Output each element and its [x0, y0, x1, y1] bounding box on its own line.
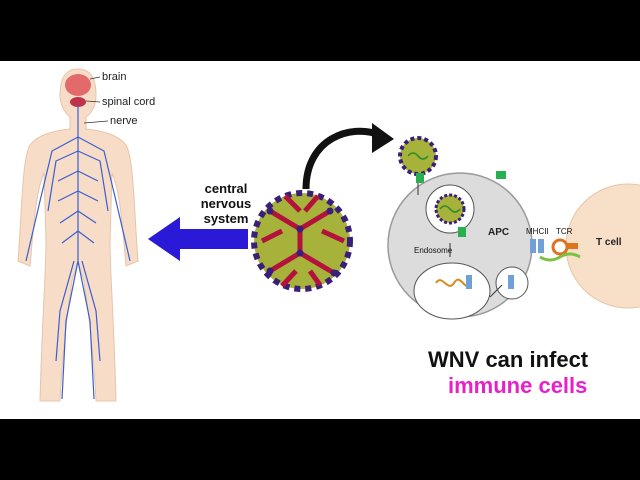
label-tcr: TCR [556, 227, 573, 236]
cns-label-line1: central [204, 181, 248, 196]
endosome [413, 262, 491, 320]
caption-line2: immune cells [448, 373, 588, 398]
arrow-to-cns [148, 217, 248, 261]
caption-line1: WNV can infect [428, 347, 589, 372]
cns-label: central nervous system [166, 181, 286, 226]
surface-virus [398, 136, 506, 237]
diagram-svg [17, 68, 640, 402]
label-t-cell: T cell [596, 237, 622, 248]
nerve-network [25, 105, 131, 400]
label-spinal-cord: spinal cord [102, 96, 156, 108]
label-mhcii: MHCII [526, 227, 549, 236]
cns-label-line3: system [203, 211, 249, 226]
virus-particle [251, 190, 353, 292]
label-nerve: nerve [110, 115, 138, 127]
curved-arrow [302, 127, 382, 190]
curved-arrow-head [372, 123, 394, 153]
label-endosome: Endosome [414, 246, 453, 255]
label-brain: brain [102, 71, 127, 83]
cerebellum-shape [70, 97, 86, 107]
mhc-tcr-complex [530, 238, 581, 262]
apc-cell [387, 172, 533, 320]
label-leaders [83, 76, 109, 124]
label-apc: APC [488, 227, 510, 238]
diagram-stage: brain spinal cord nerve central nervous … [0, 61, 640, 419]
brain-shape [65, 74, 91, 96]
human-body [17, 68, 139, 402]
cns-label-line2: nervous [200, 196, 252, 211]
